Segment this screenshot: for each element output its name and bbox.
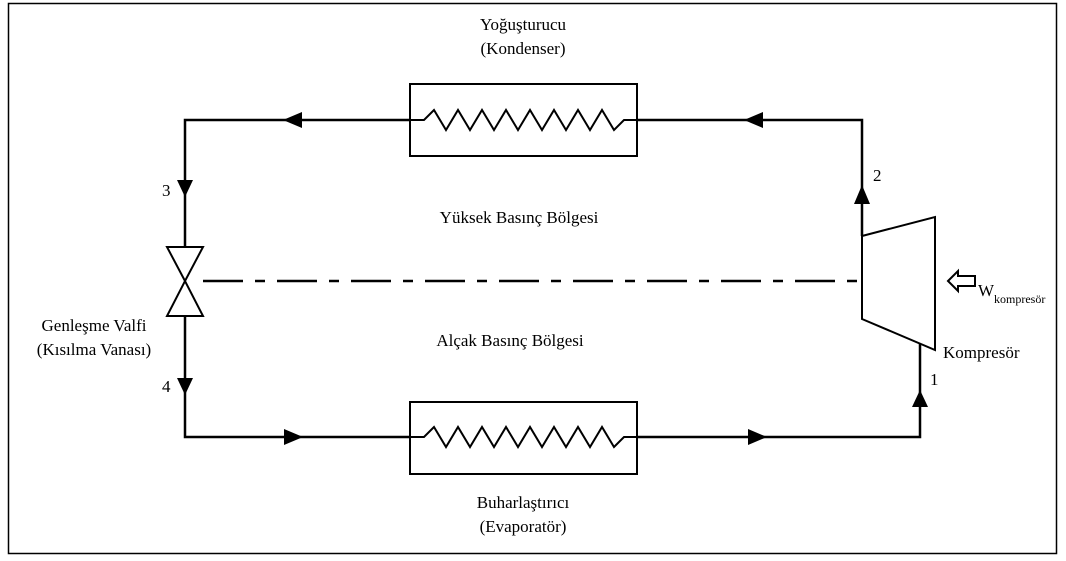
arrow-state-3 — [177, 180, 193, 197]
arrow-state-1 — [912, 390, 928, 407]
state-3-label: 3 — [162, 181, 171, 200]
condenser — [409, 83, 638, 157]
evaporator-coil — [410, 425, 637, 449]
evaporator-sublabel: (Evaporatör) — [480, 517, 567, 536]
pipe-top — [183, 118, 410, 247]
condenser-sublabel: (Kondenser) — [481, 39, 566, 58]
work-subscript: kompresör — [994, 292, 1045, 306]
arrow-bottom-right — [748, 429, 767, 445]
pipe-bottom-right — [637, 336, 922, 439]
valve-upper-triangle — [165, 246, 205, 284]
piping — [183, 118, 922, 439]
expansion-valve — [165, 246, 205, 317]
state-1-label: 1 — [930, 370, 939, 389]
arrow-top-left — [283, 112, 302, 128]
work-input-arrow — [946, 268, 976, 294]
arrow-state-2 — [854, 185, 870, 204]
diagram-border — [7, 2, 1058, 555]
valve-label: Genleşme Valfi — [42, 316, 147, 335]
evaporator — [409, 401, 638, 475]
arrow-top-right — [744, 112, 763, 128]
state-4-label: 4 — [162, 377, 171, 396]
compressor — [861, 215, 936, 352]
low-pressure-region-label: Alçak Basınç Bölgesi — [436, 331, 584, 350]
condenser-label: Yoğuşturucu — [480, 15, 567, 34]
evaporator-label: Buharlaştırıcı — [477, 493, 570, 512]
compressor-label: Kompresör — [943, 343, 1020, 362]
pipe-bottom-left — [183, 316, 410, 439]
arrow-bottom-left — [284, 429, 303, 445]
state-2-label: 2 — [873, 166, 882, 185]
work-symbol: W — [978, 281, 995, 300]
high-pressure-region-label: Yüksek Basınç Bölgesi — [440, 208, 599, 227]
valve-sublabel: (Kısılma Vanası) — [37, 340, 151, 359]
arrow-state-4 — [177, 378, 193, 395]
valve-lower-triangle — [165, 278, 205, 317]
pipe-top-right — [637, 118, 864, 236]
flow-arrows — [177, 112, 928, 445]
condenser-box — [409, 83, 638, 157]
condenser-coil — [410, 108, 637, 132]
